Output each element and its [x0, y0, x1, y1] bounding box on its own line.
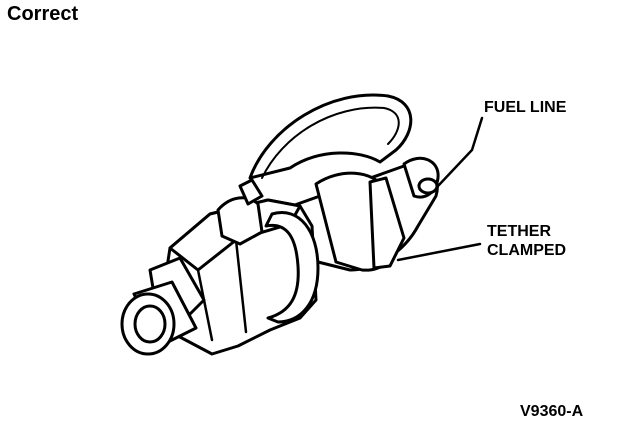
diagram-heading: Correct: [7, 3, 79, 25]
retainer-clip: [264, 211, 320, 324]
connector-nipple-bore: [133, 304, 167, 344]
tether-strap-inner: [261, 106, 400, 179]
tether-clamped-label-line2: CLAMPED: [487, 242, 567, 259]
tether-collar-band: [368, 176, 406, 270]
connector-side-face: [196, 238, 248, 342]
clip-hinge: [238, 178, 264, 206]
tether-clamped-leader: [396, 242, 482, 262]
fuel-line-leader: [436, 116, 484, 188]
fuel-line-label: FUEL LINE: [484, 99, 567, 116]
fuel-line-opening: [417, 177, 439, 195]
retainer-clip-tab: [216, 196, 264, 246]
figure-id: V9360-A: [520, 403, 584, 420]
tether-strap: [248, 93, 413, 180]
tether-clamped-label: TETHER CLAMPED: [487, 222, 566, 260]
tether-clamped-label-line1: TETHER: [487, 223, 551, 240]
